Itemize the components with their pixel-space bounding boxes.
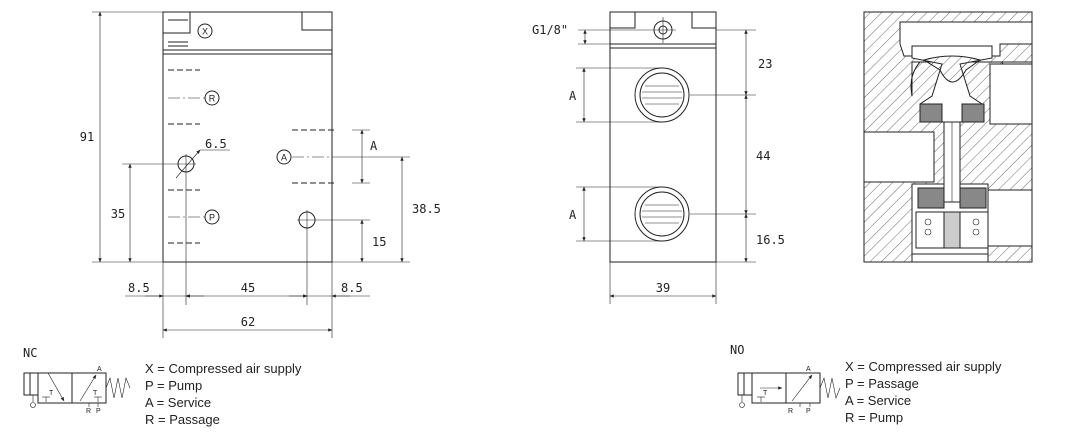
no-legend-3: R = Pump [845,410,903,425]
dim-port-offset: 15 [372,235,386,249]
dim-port-a-size: A [370,139,378,153]
nc-title: NC [23,346,37,360]
no-block: NO A T R P X = Compressed air supply P =… [730,343,1002,425]
no-symbol-p: P [806,408,811,415]
port-r-marker [204,90,220,106]
nc-legend-2: A = Service [145,395,211,410]
valve-body-front [162,11,333,263]
nc-block: NC A T R T P X = Compressed air supply P… [23,346,302,427]
port-a-label: A [281,153,287,163]
top-left-notch [162,12,191,34]
port-x-marker [197,23,213,39]
no-symbol-a: A [806,366,811,373]
dim-left-margin: 8.5 [128,281,150,295]
port-p-marker [204,209,220,225]
dim-hole-height: 35 [111,207,125,221]
port-a-marker [276,149,292,165]
port-x-label: X [202,27,208,37]
no-legend-2: A = Service [845,393,911,408]
nc-symbol-t2: T [93,390,98,397]
port-upper-circle [634,67,690,123]
dim-top-offset: 23 [758,57,772,71]
nc-symbol-t1: T [49,390,54,397]
valve-body-side [609,11,717,263]
nc-symbol-p: P [96,408,101,415]
section-view [863,11,1033,263]
nc-legend-3: R = Passage [145,412,220,427]
no-legend-1: P = Passage [845,376,919,391]
no-title: NO [730,343,744,357]
nc-legend-0: X = Compressed air supply [145,361,302,376]
no-symbol-t1: T [763,390,768,397]
hole-diameter-leader [175,149,201,179]
dim-port-upper-a: A [569,89,577,103]
thread-size-label: G1/8" [532,23,568,37]
dim-port-lower-a: A [569,208,577,222]
dim-total-height: 91 [80,130,94,144]
nc-valve-symbol: A T R T P [23,366,131,415]
dim-port-a-height: 38.5 [412,202,441,216]
port-r-label: R [209,94,216,104]
no-valve-symbol: A T R P [737,366,841,415]
dim-hole-spacing: 45 [241,281,255,295]
top-right-notch [301,12,332,31]
side-view: G1/8" A A 23 44 16.5 39 [532,11,785,304]
dim-bottom-offset: 16.5 [756,233,785,247]
dim-port-spacing: 44 [756,149,770,163]
dim-width: 62 [241,315,255,329]
no-symbol-r: R [788,408,793,415]
dim-side-width: 39 [656,281,670,295]
no-legend-0: X = Compressed air supply [845,359,1002,374]
port-p-label: P [209,213,215,223]
nc-symbol-a: A [97,366,102,373]
front-view: X R P A 6.5 91 35 [80,11,441,338]
nc-symbol-r: R [86,408,91,415]
dim-hole-diameter: 6.5 [205,137,227,151]
port-lower-circle [634,186,690,242]
dim-right-margin: 8.5 [341,281,363,295]
nc-legend-1: P = Pump [145,378,202,393]
